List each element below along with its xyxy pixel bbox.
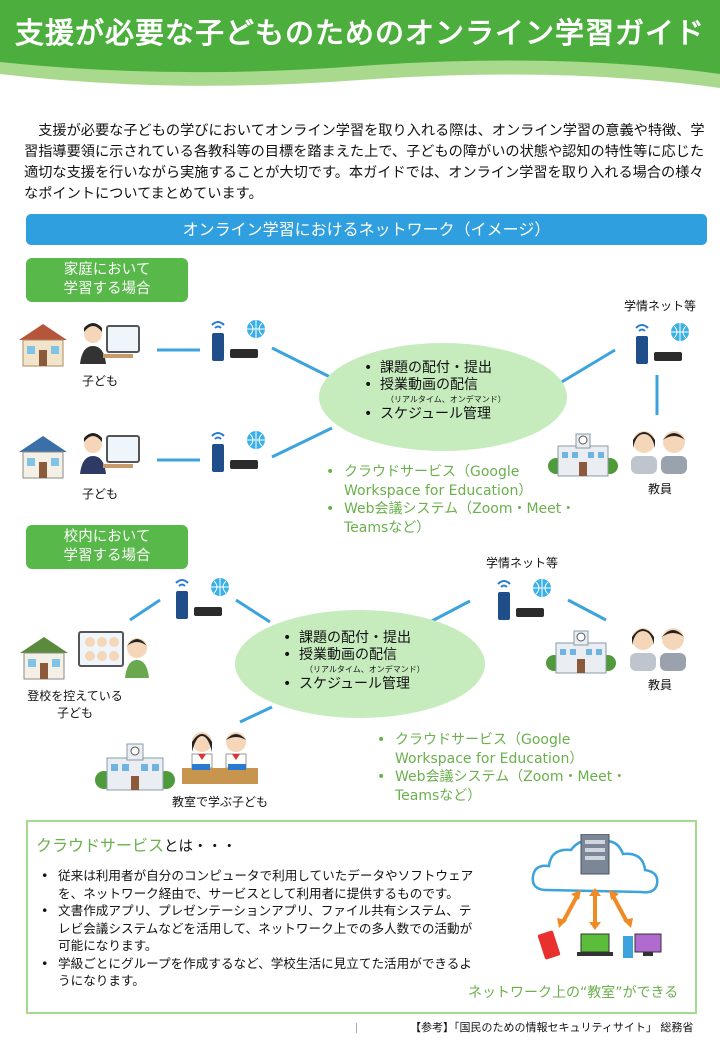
child-at-computer-icon [80, 433, 140, 474]
school-school-net-caption: 学情ネット等 [485, 556, 558, 570]
wifi-router-icon [211, 320, 265, 361]
house-icon [19, 436, 67, 479]
header-wave-background [0, 0, 720, 88]
teachers-icon [630, 628, 686, 671]
wifi-router-icon [497, 579, 551, 620]
cloud-box-list-item: 学級ごとにグループを作成するなど、学校生活に見立てた活用ができるようになります。 [36, 955, 476, 990]
home-ellipse-item: 授業動画の配信 [364, 377, 506, 394]
remote-child-caption: 登校を控えている 子ども [20, 688, 130, 722]
home-services-list: クラウドサービス（Google Workspace for Education）… [326, 463, 586, 537]
cloud-box-list-item: 従来は利用者が自分のコンピュータで利用していたデータやソフトウェアを、ネットワー… [36, 867, 476, 902]
reference-note: 【参考】「国民のための情報セキュリティサイト」 総務省 [410, 1021, 694, 1034]
classroom-child-caption: 教室で学ぶ子ども [171, 795, 268, 809]
cloud-service-explanation-box: クラウドサービスとは・・・ 従来は利用者が自分のコンピュータで利用していたデータ… [26, 820, 697, 1014]
house-icon [19, 324, 67, 367]
network-banner: オンライン学習におけるネットワーク（イメージ） [26, 214, 707, 245]
house-icon [20, 637, 68, 680]
cloud-box-title-highlight: クラウドサービス [36, 836, 165, 855]
home-school-net-caption: 学情ネット等 [623, 299, 696, 313]
school-section-label: 校内において 学習する場合 [26, 525, 188, 569]
students-at-desk-icon [182, 732, 258, 784]
home-label-line2: 学習する場合 [63, 281, 151, 297]
home-service-item: クラウドサービス（Google Workspace for Education） [326, 463, 586, 500]
home-service-item: Web会議システム（Zoom・Meet・Teamsなど） [326, 500, 586, 537]
school-ellipse-subnote: （リアルタイム、オンデマンド） [305, 665, 425, 674]
cloud-box-title: クラウドサービスとは・・・ [36, 832, 237, 856]
home-ellipse-subnote: （リアルタイム、オンデマンド） [386, 395, 506, 404]
video-call-child-icon [78, 631, 149, 678]
home-teachers-caption: 教員 [647, 482, 672, 496]
page-title: 支援が必要な子どものためのオンライン学習ガイド [14, 16, 705, 50]
school-ellipse-item: 課題の配付・提出 [283, 630, 425, 647]
home-section-label: 家庭において 学習する場合 [26, 258, 188, 302]
home-child1-caption: 子ども [81, 374, 118, 388]
school-building-icon [546, 630, 616, 674]
home-ellipse-item: スケジュール管理 [364, 406, 506, 423]
remote-child-caption-line1: 登校を控えている [27, 689, 123, 703]
wifi-router-icon [635, 323, 689, 364]
cloud-box-caption: ネットワーク上の“教室”ができる [468, 985, 679, 1001]
intro-paragraph: 支援が必要な子どもの学びにおいてオンライン学習を取り入れる際は、オンライン学習の… [24, 123, 705, 202]
school-services-ellipse [235, 610, 485, 718]
teachers-icon [631, 431, 687, 474]
school-building-icon [95, 743, 175, 791]
home-ellipse-item: 課題の配付・提出 [364, 360, 506, 377]
child-at-computer-icon [80, 323, 140, 364]
school-ellipse-list: 課題の配付・提出 授業動画の配信 （リアルタイム、オンデマンド） スケジュール管… [283, 630, 425, 693]
cloud-network-icon [531, 834, 662, 960]
wifi-router-icon [211, 431, 265, 472]
school-ellipse-item: 授業動画の配信 [283, 647, 425, 664]
school-services-list: クラウドサービス（Google Workspace for Education）… [377, 731, 637, 805]
page-header: 支援が必要な子どものためのオンライン学習ガイド [0, 0, 720, 110]
cloud-box-list-item: 文書作成アプリ、プレゼンテーションアプリ、ファイル共有システム、テレビ会議システ… [36, 902, 476, 955]
home-ellipse-list: 課題の配付・提出 授業動画の配信 （リアルタイム、オンデマンド） スケジュール管… [364, 360, 506, 423]
school-label-line1: 校内において [63, 529, 151, 545]
school-ellipse-item: スケジュール管理 [283, 676, 425, 693]
school-teachers-caption: 教員 [647, 678, 672, 692]
remote-child-caption-line2: 子ども [56, 706, 93, 720]
page-divider-mark [356, 1023, 357, 1033]
cloud-box-list: 従来は利用者が自分のコンピュータで利用していたデータやソフトウェアを、ネットワー… [36, 867, 476, 990]
home-child2-caption: 子ども [81, 487, 118, 501]
cloud-box-title-rest: とは・・・ [164, 839, 237, 855]
school-service-item: Web会議システム（Zoom・Meet・Teamsなど） [377, 768, 637, 805]
wifi-router-icon [175, 578, 229, 619]
school-service-item: クラウドサービス（Google Workspace for Education） [377, 731, 637, 768]
home-label-line1: 家庭において [63, 262, 151, 278]
school-label-line2: 学習する場合 [63, 548, 151, 564]
